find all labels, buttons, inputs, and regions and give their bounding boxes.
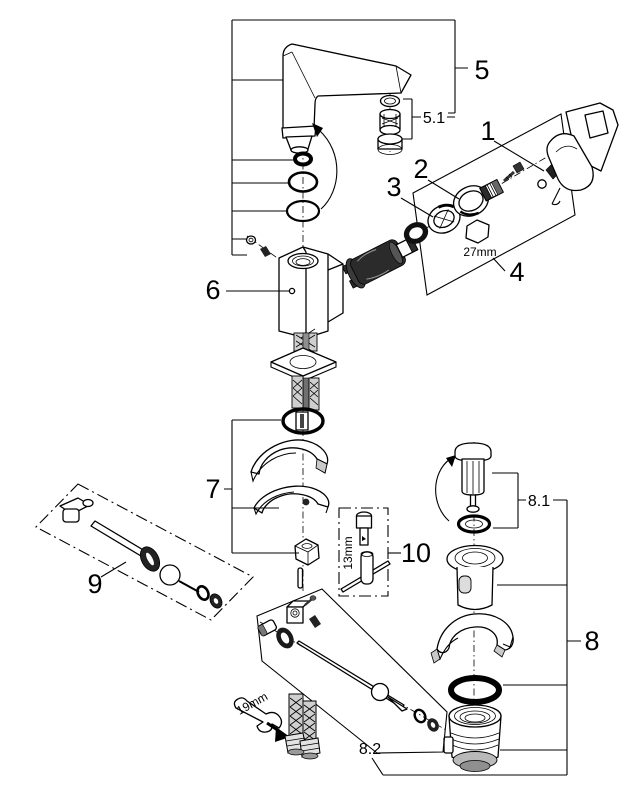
- callout-3: 3: [386, 172, 401, 202]
- plug-seal: [456, 514, 492, 534]
- pin: [297, 567, 304, 589]
- popup-plug: [435, 442, 492, 534]
- hex-nut: [294, 538, 320, 566]
- callout-8: 8: [584, 626, 599, 656]
- small-o-ring: [293, 151, 313, 167]
- rod-o-ring: [196, 585, 210, 601]
- callout-8-1: 8.1: [528, 493, 550, 510]
- waste-column: [371, 442, 581, 776]
- pullrod-kit: [35, 483, 254, 621]
- supply-hoses-lower: [284, 693, 321, 760]
- callout-7: 7: [205, 474, 220, 504]
- supply-hoses-upper: [291, 375, 320, 411]
- callout-8-2: 8.2: [359, 741, 381, 758]
- mount-screw: [260, 246, 271, 257]
- callout-5-1: 5.1: [423, 110, 445, 127]
- side-hole: [288, 287, 296, 295]
- seal-ring-1: [287, 171, 319, 193]
- spout-group-box: [231, 19, 468, 256]
- escutcheon-plate: [270, 347, 337, 382]
- waste-clamp: [430, 613, 514, 664]
- callout-9: 9: [87, 569, 102, 599]
- callout-1: 1: [480, 116, 495, 146]
- callout-6: 6: [205, 275, 220, 305]
- callout-5: 5: [474, 55, 489, 85]
- rod-ball: [370, 682, 390, 702]
- wedge-washer: [250, 439, 329, 483]
- pivot-piece: [59, 497, 94, 523]
- mounting-ring: [427, 203, 461, 234]
- small-seal: [413, 708, 427, 724]
- cartridge: [341, 236, 419, 289]
- horizontal-rod-kit: [256, 588, 448, 754]
- bracket-7: [224, 419, 299, 554]
- waste-o-ring: [448, 675, 502, 705]
- lever-handle: [546, 102, 619, 206]
- arrow-into-spout: [312, 123, 323, 137]
- hex-27mm: [465, 219, 490, 244]
- pivot-block: [286, 595, 321, 628]
- faucet-body: [245, 235, 344, 339]
- callout-leaders: [226, 140, 545, 292]
- callout-4: 4: [509, 257, 524, 287]
- check-ball: [537, 179, 547, 189]
- callout-2: 2: [413, 154, 428, 184]
- spout-drawing: [281, 43, 412, 223]
- dim-13mm: 13mm: [341, 536, 355, 569]
- cover-ring: [452, 185, 490, 217]
- wrench-and-hoses: [233, 693, 321, 760]
- handle-group: [341, 102, 619, 296]
- seal-ring-2: [285, 199, 321, 223]
- mount-nut: [245, 235, 257, 245]
- handle-o-ring: [403, 222, 429, 244]
- waste-flange: [446, 544, 504, 611]
- ball: [159, 564, 181, 586]
- clamp-screw: [302, 498, 310, 506]
- socket-tool: [338, 507, 401, 597]
- retainer-ring: [281, 407, 325, 435]
- handle-screw: [502, 161, 525, 183]
- dim-27mm: 27mm: [463, 245, 496, 259]
- aerator-group: [377, 94, 455, 155]
- horizontal-rod: [296, 640, 405, 709]
- waste-body: [443, 704, 502, 772]
- callout-10: 10: [401, 538, 431, 568]
- clamp-ring: [253, 485, 330, 516]
- callout-labels: 1 2 3 4 5 5.1 6 7 8 8.1 8.2 9 10 27mm 13…: [87, 55, 599, 758]
- nozzle: [257, 619, 278, 637]
- adapter-sleeve: [479, 179, 504, 202]
- underbody-column: [224, 328, 337, 589]
